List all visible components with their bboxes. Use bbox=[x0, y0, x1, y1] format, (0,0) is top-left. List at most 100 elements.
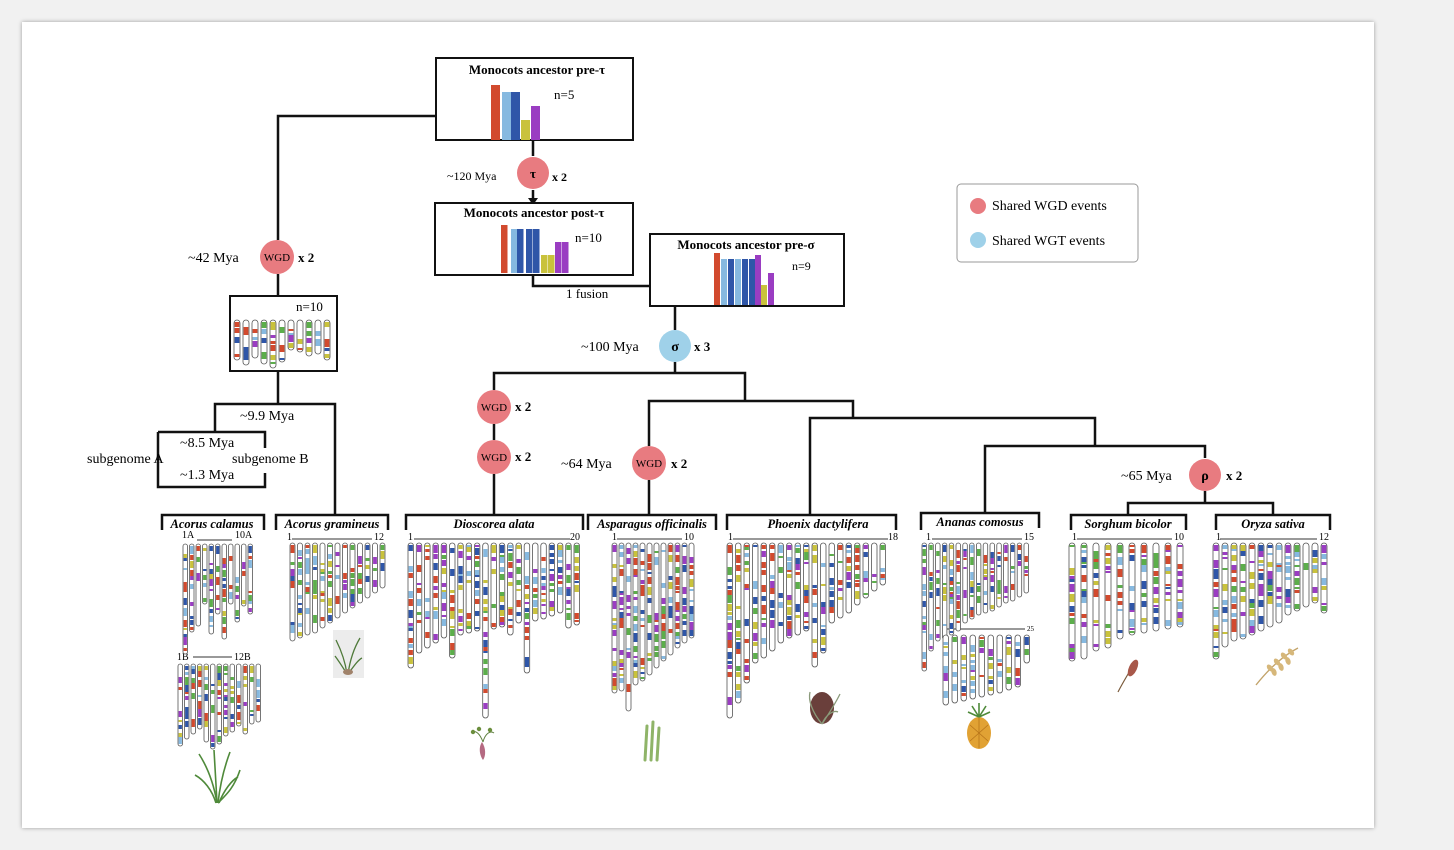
event-tau-circle bbox=[517, 157, 549, 189]
chromosome-band bbox=[335, 565, 340, 567]
chromosome-band bbox=[736, 642, 741, 649]
chromosome-band bbox=[943, 646, 948, 648]
chromosome-band bbox=[1006, 637, 1011, 639]
chromosome-band bbox=[1222, 557, 1228, 559]
chromosome-band bbox=[475, 627, 480, 629]
event-rho-circle bbox=[1189, 459, 1221, 491]
chromosome bbox=[951, 634, 958, 704]
chromosome-band bbox=[633, 639, 638, 642]
chromosome-band bbox=[433, 563, 438, 570]
karyotype-oryza-sativa bbox=[1212, 542, 1328, 660]
chromosome-band bbox=[408, 628, 413, 631]
chromosome-band bbox=[855, 545, 860, 548]
chromosome-band bbox=[770, 620, 775, 628]
chromosome-band bbox=[1231, 549, 1237, 551]
chromosome-band bbox=[1321, 562, 1327, 565]
chromosome-band bbox=[744, 676, 749, 680]
chromosome-band bbox=[1249, 603, 1255, 608]
ancestor-pre-tau-karyotype bbox=[491, 85, 540, 140]
chromosome-band bbox=[279, 345, 285, 352]
chromosome bbox=[820, 542, 827, 654]
chromosome-band bbox=[1222, 552, 1228, 555]
chromosome-band bbox=[441, 592, 447, 599]
karyotype-acorus-calamus-a bbox=[182, 543, 253, 655]
chromosome-band bbox=[1213, 571, 1219, 579]
chromosome-band bbox=[558, 560, 563, 563]
time-8-5-mya: ~8.5 Mya bbox=[180, 436, 235, 451]
chromosome-band bbox=[787, 607, 792, 615]
chromosome-band bbox=[855, 555, 860, 562]
chromosome-band bbox=[997, 586, 1001, 594]
chromosome-band bbox=[633, 591, 638, 594]
chromosome-band bbox=[524, 622, 530, 625]
chromosome-band bbox=[988, 663, 993, 669]
chromosome-band bbox=[1081, 575, 1087, 582]
chromosome-band bbox=[1294, 587, 1300, 589]
chromosome-band bbox=[198, 709, 202, 717]
chromosome-band bbox=[441, 590, 447, 592]
species-labels bbox=[160, 511, 1332, 530]
chromosome-band bbox=[248, 608, 252, 612]
chromosome-band bbox=[209, 625, 213, 627]
chromosome-band bbox=[558, 545, 563, 550]
plant-ananas-illustration bbox=[967, 703, 991, 749]
chromosome-band bbox=[619, 618, 624, 620]
chromosome-band bbox=[675, 555, 680, 562]
chromosome-band bbox=[682, 545, 687, 547]
chromosome-band bbox=[458, 545, 463, 549]
chromosome-band bbox=[846, 566, 851, 571]
legend-wgt-label: Shared WGT events bbox=[992, 234, 1105, 249]
chromosome-band bbox=[626, 606, 631, 609]
chromosome-band bbox=[298, 569, 302, 575]
chromosome-band bbox=[1165, 571, 1171, 574]
chromosome-band bbox=[821, 602, 826, 607]
chromosome-band bbox=[574, 545, 579, 553]
chromosome-band bbox=[770, 581, 775, 588]
chromosome-band bbox=[290, 569, 295, 576]
chromosome-band bbox=[1276, 563, 1282, 565]
event-sigma-time: ~100 Mya bbox=[581, 340, 640, 355]
chromosome-band bbox=[640, 618, 645, 621]
chromosome-band bbox=[261, 338, 267, 343]
chromosome-band bbox=[863, 578, 868, 582]
chromosome-band bbox=[977, 583, 981, 585]
chromosome-band bbox=[846, 550, 851, 553]
chromosome-band bbox=[408, 573, 413, 578]
chromosome-band bbox=[661, 641, 666, 648]
chromosome-band bbox=[943, 587, 947, 594]
chromosome-band bbox=[612, 586, 617, 592]
chromosome-band bbox=[1321, 603, 1327, 605]
chromosome-band bbox=[373, 580, 377, 587]
chromosome-band bbox=[1017, 554, 1022, 560]
chromosome-band bbox=[1069, 648, 1075, 652]
chromosome-band bbox=[736, 606, 741, 609]
chromosome-band bbox=[217, 736, 221, 742]
chromosome-band bbox=[952, 672, 957, 677]
chromosome-band bbox=[1222, 619, 1228, 622]
chromosome-band bbox=[1285, 597, 1291, 603]
chromosome-band bbox=[313, 588, 317, 594]
chromosome-band bbox=[499, 617, 505, 622]
chromosome-band bbox=[977, 586, 981, 592]
species-name-dioscorea-alata: Dioscorea alata bbox=[453, 517, 535, 531]
chromosome-band bbox=[204, 677, 208, 680]
chromosome-band bbox=[313, 567, 317, 570]
chromosome-band bbox=[270, 355, 276, 360]
chromosome-band bbox=[1267, 571, 1273, 579]
chromosome-band bbox=[675, 602, 680, 610]
chromosome-band bbox=[211, 735, 215, 742]
chromosome-band bbox=[483, 659, 488, 664]
chromosome-band bbox=[761, 585, 766, 592]
chromosome-band bbox=[235, 617, 239, 619]
chromosome-band bbox=[668, 629, 673, 633]
chromosome-band bbox=[1006, 647, 1011, 655]
chromosome-band bbox=[1285, 556, 1291, 559]
chromosome-band bbox=[234, 328, 240, 333]
ancestral-chromosome-bar bbox=[491, 85, 500, 140]
chromosome-band bbox=[483, 703, 488, 709]
chromosome-band bbox=[761, 596, 766, 601]
chromosome-band bbox=[450, 595, 455, 603]
ancestral-chromosome-bar bbox=[749, 259, 755, 305]
chromosome-band bbox=[234, 354, 240, 357]
chromosome-band bbox=[1165, 584, 1171, 586]
